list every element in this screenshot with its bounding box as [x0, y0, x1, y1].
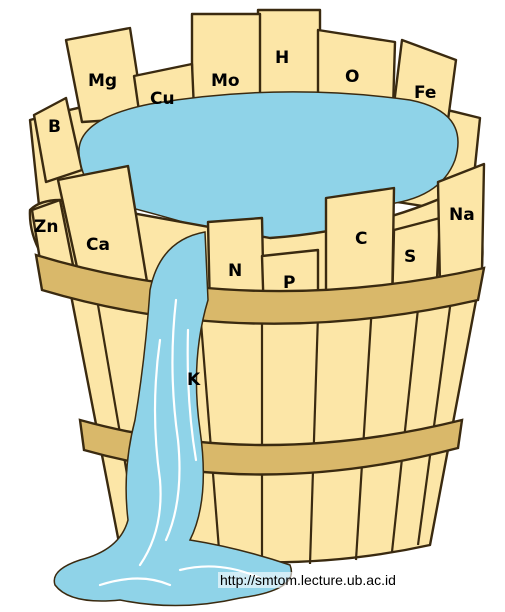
label-mo: Mo — [211, 71, 240, 91]
label-h: H — [275, 48, 289, 68]
label-k: K — [187, 370, 201, 390]
water-flow-lines — [98, 298, 262, 587]
label-na: Na — [449, 205, 475, 225]
label-p: P — [283, 273, 295, 293]
label-mg: Mg — [88, 71, 117, 91]
pouring-water — [53, 231, 293, 607]
label-ca: Ca — [86, 235, 110, 255]
label-fe: Fe — [414, 83, 436, 103]
label-s: S — [404, 247, 416, 267]
stave-labels: H Mo O Mg Cu Fe B Na Zn Ca C N P S K — [34, 48, 475, 390]
front-staves — [30, 162, 486, 320]
label-zn: Zn — [34, 217, 58, 237]
label-b: B — [48, 117, 61, 137]
label-n: N — [228, 261, 242, 281]
body-stave-lines — [90, 269, 457, 566]
label-o: O — [345, 67, 359, 87]
source-url-watermark: http://smtom.lecture.ub.ac.id — [218, 572, 398, 588]
label-c: C — [355, 229, 367, 249]
label-cu: Cu — [150, 89, 175, 109]
